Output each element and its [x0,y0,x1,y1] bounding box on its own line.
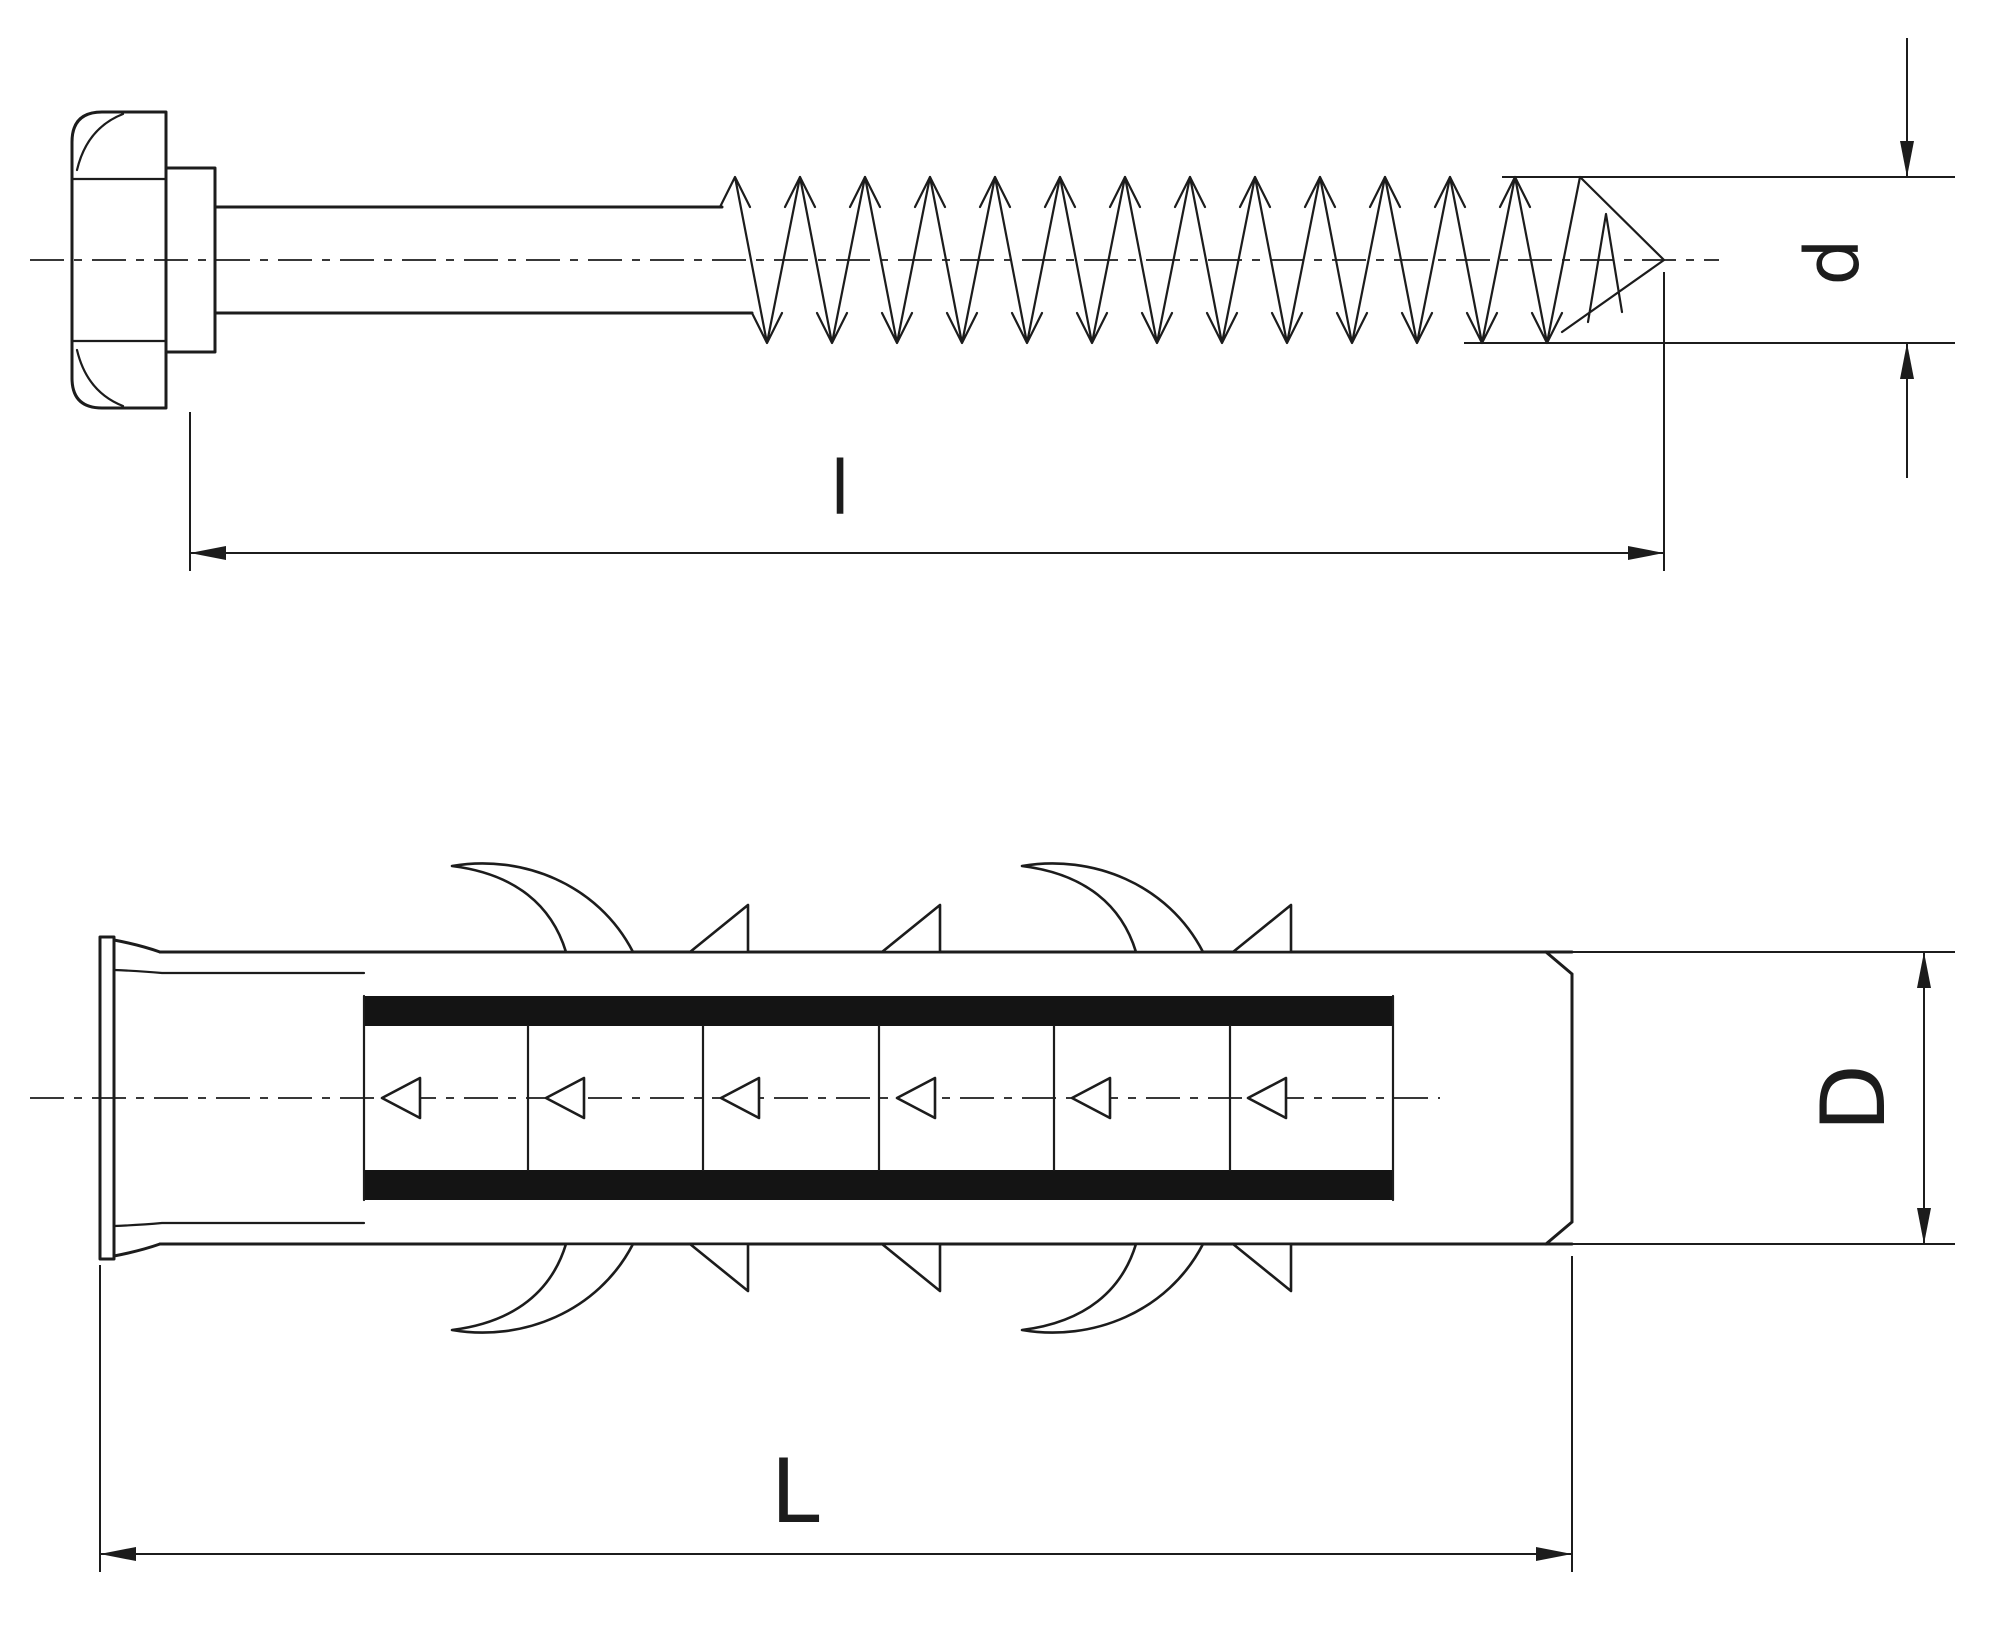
washer-flange [164,166,217,354]
dim-label-anchor-diameter: D [1802,1064,1905,1132]
anchor-segment-dividers [526,1024,1232,1172]
dimension-anchor-diameter: D [1572,951,1955,1245]
dim-extension-lines-L [99,1256,1573,1572]
anchor-wing-fin [450,862,635,954]
dim-arrow-l-right [1628,546,1664,560]
dim-arrow-D-top [1917,952,1931,988]
anchor-inner-barbs [380,1076,1288,1120]
anchor-fins-bottom [450,1242,1293,1334]
hex-head [70,110,168,410]
dim-arrow-L-left [100,1547,136,1561]
dim-arrow-d-bottom [1900,343,1914,379]
anchor-wing-fin [1020,862,1205,954]
screw-shank [213,205,754,315]
dim-label-screw-diameter: d [1790,239,1876,286]
anchor-tooth-fin [880,1242,942,1293]
dimension-anchor-length: L [99,1256,1573,1572]
anchor-strip-end-lines [362,994,1395,1202]
hex-head-facet-lines [70,112,168,408]
anchor-wing-fin [1020,1242,1205,1334]
anchor-antirotation-strip-top [364,996,1393,1026]
dim-extension-lines-D [1572,951,1955,1245]
dim-arrow-d-top [1900,141,1914,177]
anchor-tooth-fin [880,903,942,954]
anchor-end-chamfer [1544,950,1574,1246]
dim-arrow-L-right [1536,1547,1572,1561]
anchor-fins-top [450,862,1293,954]
dimension-screw-length: l [189,272,1665,571]
dim-label-screw-length: l [830,446,851,532]
dim-label-anchor-length: L [770,1440,819,1543]
dim-arrow-l-left [190,546,226,560]
anchor-tooth-fin [688,903,750,954]
dim-extension-lines-l [189,272,1665,571]
screw-tip [1560,175,1666,334]
dimension-screw-diameter: d [1464,38,1955,478]
anchor-flange [98,935,366,1261]
anchor-tooth-fin [1231,1242,1293,1293]
anchor-flange-inner-lines [112,968,366,1228]
anchor-body-outline [158,950,1574,1246]
anchor-wing-fin [450,1242,635,1334]
anchor-view [30,862,1574,1334]
anchor-antirotation-strip-bottom [364,1170,1393,1200]
anchor-tooth-fin [688,1242,750,1293]
anchor-tooth-fin [1231,903,1293,954]
dim-extension-lines-d [1464,38,1955,478]
screw-view [30,110,1719,410]
dim-arrow-D-bottom [1917,1208,1931,1244]
